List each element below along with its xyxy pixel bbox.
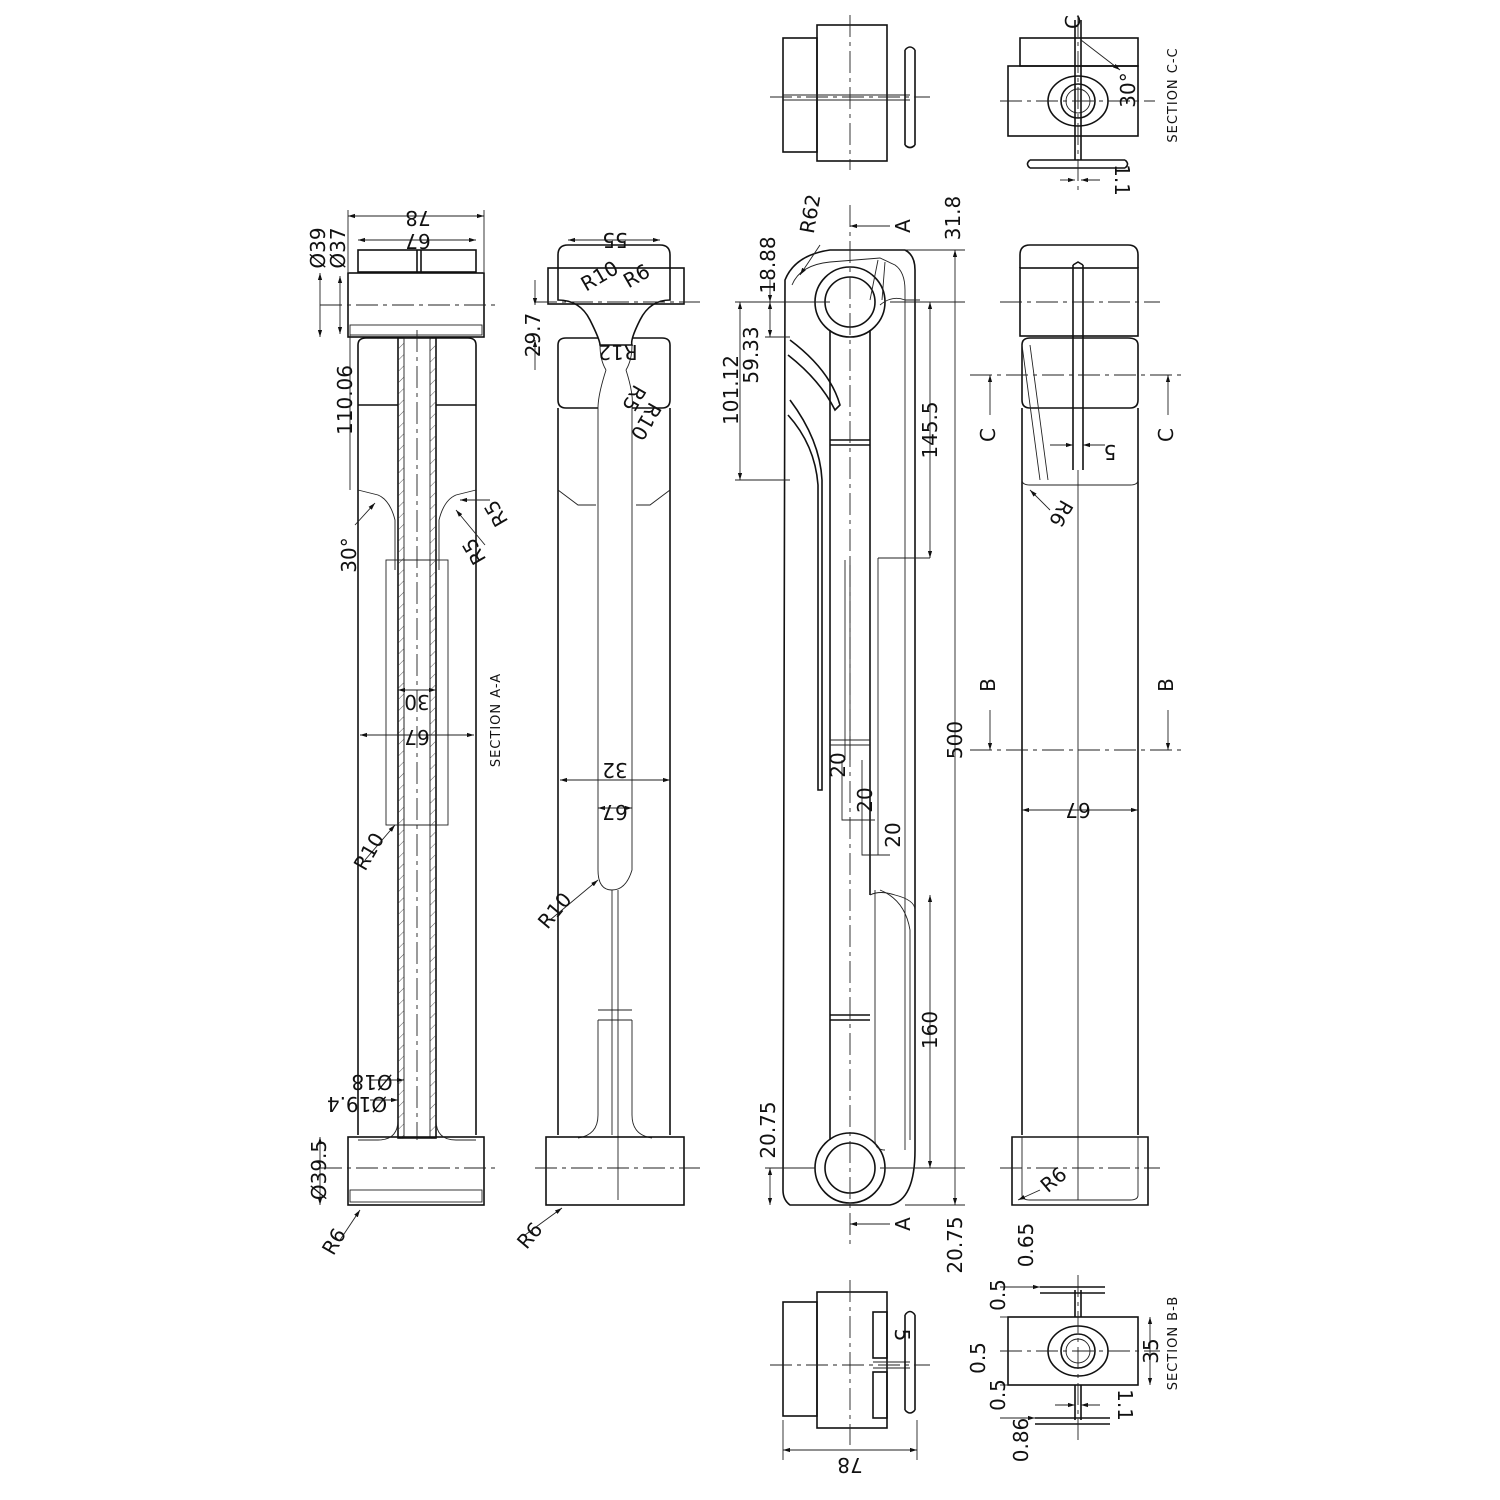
dim-18-88: 18.88	[756, 236, 780, 293]
dim-20-75-right: 20.75	[943, 1216, 967, 1273]
section-bb-title: SECTION B-B	[1166, 1296, 1181, 1390]
dim-0-5-a: 0.5	[986, 1279, 1010, 1311]
dim-5-bottom: 5	[890, 1329, 914, 1342]
dim-20-a: 20	[826, 752, 850, 777]
section-cc-title: SECTION C-C	[1166, 47, 1181, 142]
dim-55: 55	[602, 228, 627, 252]
dim-67: 67	[405, 229, 430, 253]
section-aa-view: 78 67 Ø39 Ø37 110.06 30° R5 R5 30 67 SEC…	[306, 206, 513, 1259]
back-view: C C B B 5 R6 67 R6	[970, 244, 1185, 1206]
dim-r10-top: R10	[576, 256, 622, 296]
section-mark-b-left: B	[976, 678, 1000, 692]
dim-r6: R6	[317, 1224, 351, 1259]
dim-30: 30	[404, 690, 429, 714]
dim-78: 78	[405, 206, 430, 230]
side-view: 55 R10 R6 29.7 R12 R10 R5 32 67 R10 R6	[512, 228, 700, 1253]
dim-110: 110.06	[333, 365, 357, 435]
dim-160: 160	[918, 1011, 942, 1049]
bottom-view: 5 78	[770, 1280, 930, 1477]
dim-r10: R10	[349, 828, 389, 874]
dim-101-12: 101.12	[719, 355, 743, 425]
dim-r6-bottom: R6	[1036, 1162, 1072, 1197]
section-mark-a-top: A	[891, 219, 915, 233]
dim-5: 5	[1104, 440, 1117, 464]
dim-67b: 67	[404, 725, 429, 749]
dim-500: 500	[943, 721, 967, 759]
section-cc-mark: C	[1061, 15, 1085, 29]
section-mark-a-bottom: A	[891, 1217, 915, 1231]
section-cc-view: C 30° SECTION C-C 1.1	[1000, 15, 1181, 196]
top-view	[770, 15, 930, 170]
section-aa-title: SECTION A-A	[489, 673, 504, 767]
dim-0-5-b: 0.5	[966, 1342, 990, 1374]
dim-0-86: 0.86	[1009, 1418, 1033, 1463]
dim-r5-b: R5	[457, 534, 491, 569]
dim-20-c: 20	[881, 822, 905, 847]
dim-d18: Ø18	[351, 1070, 392, 1094]
section-mark-b-right: B	[1154, 678, 1178, 692]
dim-20-b: 20	[853, 787, 877, 812]
dim-r62: R62	[795, 192, 825, 235]
dim-145-5: 145.5	[918, 401, 942, 458]
dim-r12: R12	[598, 340, 637, 364]
dim-r6-top: R6	[1044, 496, 1078, 531]
dim-67: 67	[602, 800, 627, 824]
dim-29-7: 29.7	[521, 313, 545, 358]
dim-d39-5: Ø39.5	[307, 1140, 331, 1200]
dim-32: 32	[602, 758, 627, 782]
dim-angle-30: 30°	[337, 537, 361, 572]
section-bb-view: 0.65 0.5 0.5 0.5 0.86 35 SECTION B-B 1.1	[966, 1223, 1181, 1463]
section-mark-c-right: C	[1154, 428, 1178, 442]
dim-1-1-cc: 1.1	[1110, 164, 1134, 196]
dim-20-75-left: 20.75	[756, 1101, 780, 1158]
front-view: A A R62 31.8 18.88 59.33 101.12 145.5 50…	[719, 192, 967, 1273]
dim-78-bottom: 78	[837, 1453, 862, 1477]
dim-59-33: 59.33	[739, 326, 763, 383]
dim-d37: Ø37	[326, 227, 350, 268]
dim-d19: Ø19.4	[327, 1092, 387, 1116]
section-mark-c-left: C	[976, 428, 1000, 442]
dim-0-65: 0.65	[1014, 1223, 1038, 1268]
dim-1-1-bb: 1.1	[1113, 1389, 1137, 1421]
dim-r10-bottom: R10	[533, 888, 577, 934]
dim-0-5-c: 0.5	[986, 1379, 1010, 1411]
dim-d39: Ø39	[306, 227, 330, 268]
dim-r6-top: R6	[619, 259, 654, 293]
dim-r5-a: R5	[479, 496, 513, 531]
dim-35: 35	[1139, 1338, 1163, 1363]
section-cc-angle: 30°	[1116, 72, 1140, 107]
dim-67: 67	[1065, 798, 1090, 822]
dim-31-8: 31.8	[941, 196, 965, 241]
